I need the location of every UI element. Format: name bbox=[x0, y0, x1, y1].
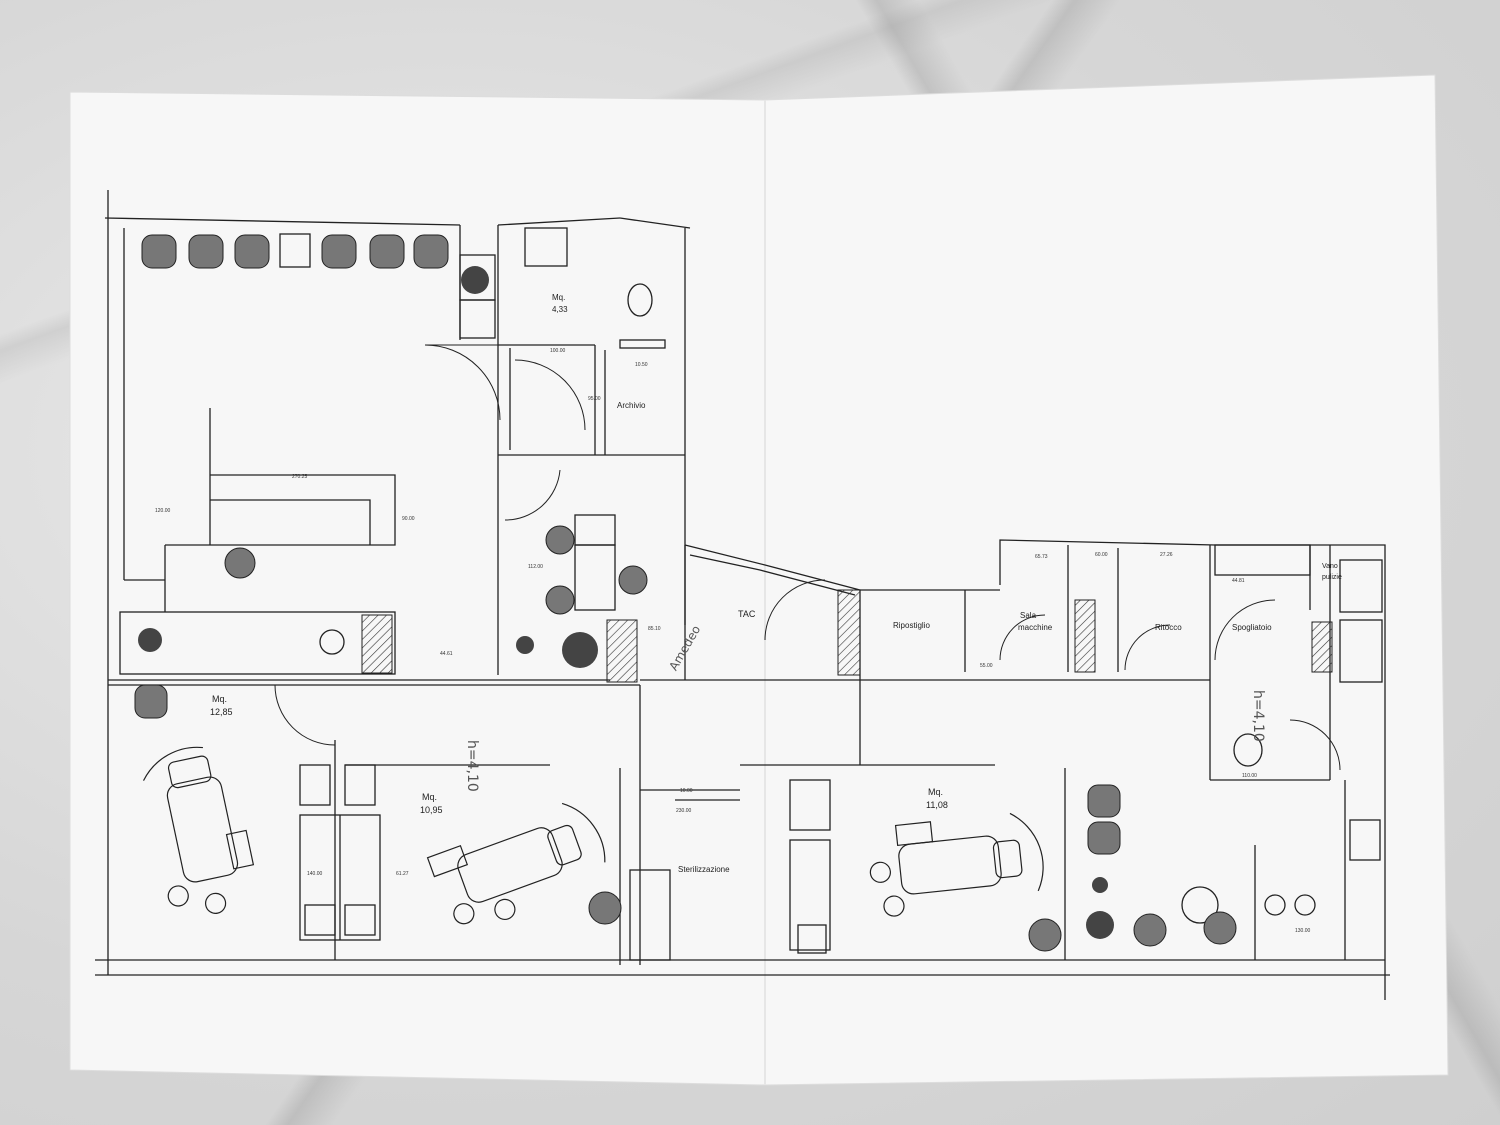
room-label-archivio: Archivio bbox=[617, 401, 646, 410]
dimension-label: 44.81 bbox=[1232, 578, 1245, 584]
room-label-pulizie: pulizie bbox=[1322, 574, 1342, 581]
dimension-label: 61.27 bbox=[396, 871, 409, 877]
dimension-label: 90.00 bbox=[402, 516, 415, 522]
dimension-label: 65.73 bbox=[1035, 554, 1048, 560]
plant-icons bbox=[138, 266, 1114, 939]
dimension-label: 60.00 bbox=[1095, 552, 1108, 558]
dimension-label: 85.10 bbox=[648, 626, 661, 632]
dimension-label: 27.26 bbox=[1160, 552, 1173, 558]
waiting-chairs bbox=[134, 234, 1237, 952]
structural-columns bbox=[361, 589, 1333, 683]
door-swings bbox=[274, 344, 1341, 771]
dimension-label: 55.00 bbox=[980, 663, 993, 669]
room-label-sala: Sala bbox=[1020, 611, 1037, 620]
dimension-label: 100.00 bbox=[550, 348, 566, 354]
room-label-sterilizzazione: Sterilizzazione bbox=[678, 865, 730, 874]
dimension-label: 130.00 bbox=[1295, 928, 1311, 934]
room-area-value-op1: 12,85 bbox=[210, 707, 233, 717]
dimension-label: 230.00 bbox=[676, 808, 692, 814]
room-area-value-op2: 10,95 bbox=[420, 805, 443, 815]
dimension-label: 10.50 bbox=[635, 362, 648, 368]
room-area-value-bathroom: 4,33 bbox=[552, 305, 568, 314]
room-label-macchine: macchine bbox=[1018, 623, 1053, 632]
room-area-label-op1: Mq. bbox=[212, 694, 227, 704]
ceiling-height-left: h=4,10 bbox=[464, 740, 480, 792]
dimension-label: 120.00 bbox=[155, 508, 171, 514]
ceiling-height-right: h=4,10 bbox=[1250, 690, 1266, 742]
room-label-tac: TAC bbox=[738, 609, 756, 619]
room-label-ritocco: Ritocco bbox=[1155, 623, 1182, 632]
walls bbox=[95, 190, 1390, 1000]
dimension-label: 10.00 bbox=[680, 788, 693, 794]
room-area-value-op3: 11,08 bbox=[926, 800, 948, 810]
dimension-label: 270.25 bbox=[292, 474, 308, 480]
room-area-label-op2: Mq. bbox=[422, 792, 437, 802]
room-area-label-bathroom: Mq. bbox=[552, 293, 565, 302]
dimension-label: 44.61 bbox=[440, 651, 453, 657]
room-label-ripostiglio: Ripostiglio bbox=[893, 621, 930, 630]
room-area-label-op3: Mq. bbox=[928, 787, 943, 797]
dimension-label: 112.00 bbox=[528, 564, 543, 570]
room-label-spogliatoio: Spogliatoio bbox=[1232, 623, 1272, 632]
room-label-vano: Vano bbox=[1322, 563, 1338, 570]
dental-chairs bbox=[142, 746, 1044, 925]
dimension-label: 95.00 bbox=[588, 396, 601, 402]
dimension-label: 140.00 bbox=[307, 871, 323, 877]
dimension-label: 110.00 bbox=[1242, 773, 1257, 779]
